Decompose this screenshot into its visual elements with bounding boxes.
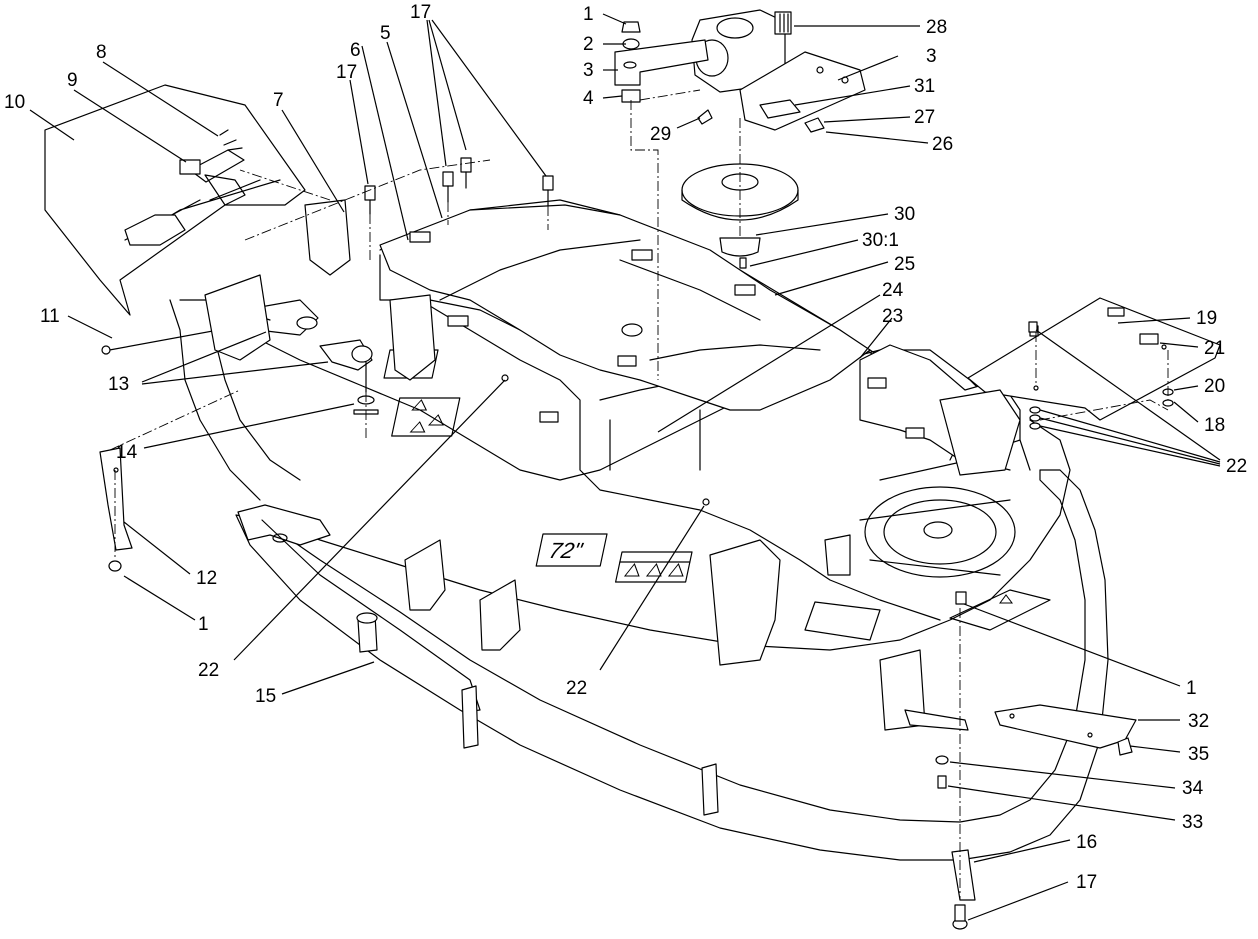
callout-32: 32 [1188, 711, 1209, 732]
callout-13: 13 [108, 374, 129, 395]
callout-17: 17 [410, 2, 431, 23]
callout-35: 35 [1188, 744, 1209, 765]
gearbox [691, 9, 792, 93]
callout-7: 7 [273, 90, 284, 111]
belt-cover-knob-3 [631, 249, 653, 261]
hoc-hanger-rear [319, 339, 379, 415]
callout-21: 21 [1204, 338, 1225, 359]
callout-31: 31 [914, 76, 935, 97]
warning-decal-right [804, 589, 1051, 641]
callout-19: 19 [1196, 308, 1217, 329]
callout-33: 33 [1182, 812, 1203, 833]
bolt-26 [804, 117, 825, 133]
callout-26: 26 [932, 134, 953, 155]
callout-24: 24 [882, 280, 904, 301]
callout-17: 17 [1076, 872, 1097, 893]
belt-cover-knob-5 [539, 411, 559, 423]
callout-29: 29 [650, 124, 671, 145]
size-decal-text: 72" [547, 538, 586, 563]
callout-6: 6 [350, 40, 361, 61]
callout-23: 23 [882, 306, 903, 327]
belt-cover [379, 204, 871, 423]
skid-plate-32 [904, 704, 1137, 756]
callout-30-1: 30:1 [862, 230, 899, 251]
spindle-nut [923, 521, 953, 539]
callout-30: 30 [894, 204, 915, 225]
callout-12: 12 [196, 568, 217, 589]
callout-25: 25 [894, 254, 915, 275]
deck-hole-2 [702, 498, 710, 506]
deck-side-brackets [204, 199, 1021, 731]
callout-1: 1 [198, 614, 209, 635]
discharge-deflector [44, 84, 306, 316]
belt-cover-knob-1 [409, 231, 431, 243]
deflector-bracket-9 [179, 159, 201, 175]
belt-cover-knob-4 [734, 284, 756, 296]
callout-11: 11 [40, 306, 60, 327]
callout-22: 22 [566, 678, 587, 699]
callout-20: 20 [1204, 376, 1225, 397]
key-29 [697, 109, 713, 125]
front-baffle-15 [237, 504, 719, 816]
callout-labels: 1 2 3 4 28 3 31 27 26 29 30 30:1 25 24 2… [4, 2, 1247, 893]
callout-34: 34 [1182, 778, 1204, 799]
knob-21 [1139, 333, 1159, 345]
leader-lines [29, 13, 1221, 921]
deflector-spring-8 [189, 149, 245, 183]
top-bolts-17 [364, 157, 1038, 605]
callout-1: 1 [583, 4, 594, 25]
callout-18: 18 [1204, 415, 1225, 436]
bottom-hardware [935, 755, 976, 930]
callout-3: 3 [926, 46, 937, 67]
callout-4: 4 [583, 88, 594, 109]
callout-2: 2 [583, 34, 594, 55]
deck-center-fold [419, 299, 941, 621]
shim-31 [759, 99, 801, 119]
callout-1: 1 [1186, 678, 1197, 699]
callout-5: 5 [380, 23, 391, 44]
callout-16: 16 [1076, 832, 1097, 853]
size-decal-frame [535, 533, 608, 567]
callout-22: 22 [198, 660, 219, 681]
deck-hole-1 [501, 374, 509, 382]
belt-cover-knob-2 [447, 315, 469, 327]
callout-14: 14 [116, 442, 138, 463]
callout-15: 15 [255, 686, 276, 707]
gearbox-bracket-right [739, 51, 866, 133]
warning-decal-center [615, 551, 693, 583]
callout-22: 22 [1226, 456, 1247, 477]
callout-10: 10 [4, 92, 25, 113]
front-bracket-12 [99, 447, 133, 572]
callout-8: 8 [96, 42, 107, 63]
belt-cover-knob-6 [617, 355, 637, 367]
callout-17: 17 [336, 62, 357, 83]
callout-3: 3 [583, 60, 594, 81]
callout-27: 27 [914, 107, 935, 128]
callout-28: 28 [926, 17, 947, 38]
callout-9: 9 [67, 70, 78, 91]
gearbox-bracket-left [614, 21, 709, 103]
assembly-lines [109, 89, 1169, 900]
pulley-guard [864, 486, 1016, 578]
